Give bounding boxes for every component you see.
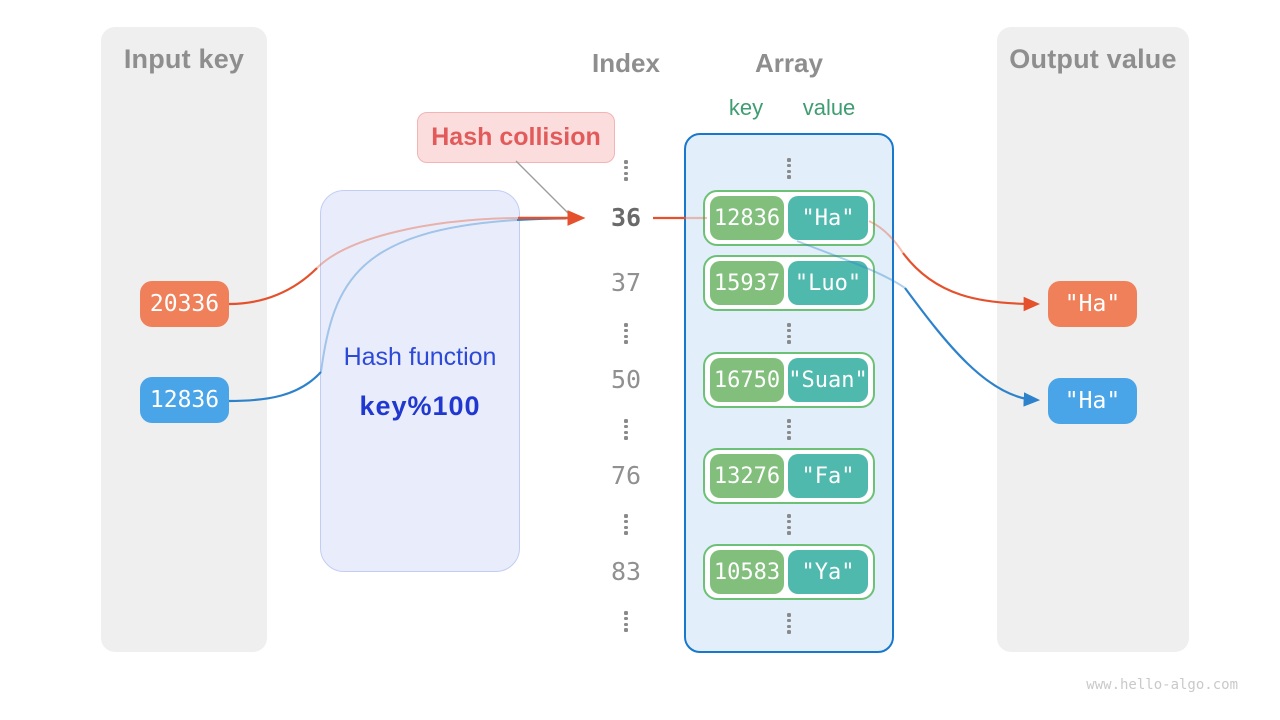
array-value-header: value <box>802 95 856 120</box>
hash-function-title: Hash function <box>343 343 497 371</box>
entry-key: 12836 <box>710 196 784 240</box>
hash-collision-label: Hash collision <box>417 112 615 163</box>
output-value-blue: "Ha" <box>1048 378 1137 424</box>
array-column-header: Array <box>755 48 823 78</box>
input-key-panel: Input key <box>101 27 267 652</box>
ellipsis-icon <box>624 323 628 344</box>
index-value-36: 36 <box>610 203 642 232</box>
wire-blue-merge <box>516 217 567 221</box>
entry-value: "Fa" <box>788 454 868 498</box>
index-column-header: Index <box>592 48 660 78</box>
ellipsis-icon <box>787 419 791 440</box>
ellipsis-icon <box>624 419 628 440</box>
entry-key: 16750 <box>710 358 784 402</box>
ellipsis-icon <box>787 514 791 535</box>
index-value-50: 50 <box>610 365 642 394</box>
array-key-header: key <box>728 95 764 120</box>
ellipsis-icon <box>624 160 628 181</box>
array-entry: 15937 "Luo" <box>703 255 875 311</box>
entry-key: 13276 <box>710 454 784 498</box>
output-value-panel: Output value <box>997 27 1189 652</box>
entry-value: "Ha" <box>788 196 868 240</box>
array-entry: 10583 "Ya" <box>703 544 875 600</box>
entry-key: 10583 <box>710 550 784 594</box>
array-entry: 12836 "Ha" <box>703 190 875 246</box>
index-value-37: 37 <box>610 268 642 297</box>
collision-pointer-line <box>515 160 569 214</box>
ellipsis-icon <box>624 611 628 632</box>
watermark: www.hello-algo.com <box>1086 677 1238 693</box>
input-key-12836: 12836 <box>140 377 229 423</box>
entry-value: "Luo" <box>788 261 868 305</box>
input-panel-title: Input key <box>123 44 245 74</box>
index-value-76: 76 <box>610 461 642 490</box>
ellipsis-icon <box>787 158 791 179</box>
hash-function-box: Hash function key%100 <box>320 190 520 572</box>
output-panel-title: Output value <box>1009 44 1177 74</box>
ellipsis-icon <box>787 323 791 344</box>
entry-key: 15937 <box>710 261 784 305</box>
entry-value: "Ya" <box>788 550 868 594</box>
hash-function-formula: key%100 <box>359 391 481 421</box>
entry-value: "Suan" <box>788 358 868 402</box>
array-entry: 13276 "Fa" <box>703 448 875 504</box>
ellipsis-icon <box>624 514 628 535</box>
index-value-83: 83 <box>610 557 642 586</box>
array-entry: 16750 "Suan" <box>703 352 875 408</box>
input-key-20336: 20336 <box>140 281 229 327</box>
ellipsis-icon <box>787 613 791 634</box>
output-value-orange: "Ha" <box>1048 281 1137 327</box>
